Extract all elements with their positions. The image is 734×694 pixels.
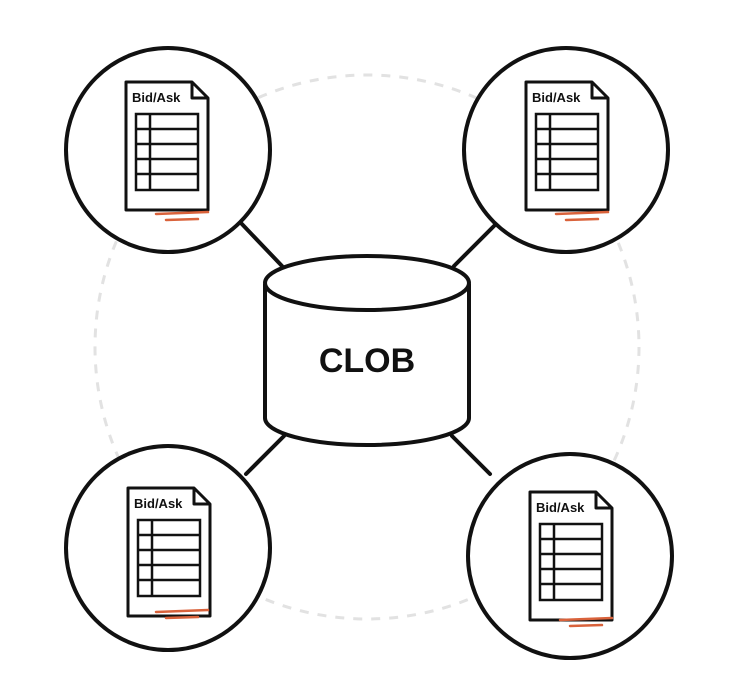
document-label: Bid/Ask bbox=[134, 496, 183, 511]
dashed-ring bbox=[93, 73, 641, 621]
connector-bottom-right bbox=[450, 434, 492, 476]
order-book-document-icon: Bid/Ask bbox=[124, 80, 210, 212]
document-label: Bid/Ask bbox=[536, 500, 585, 515]
connectors bbox=[238, 220, 500, 476]
accent-underline bbox=[558, 616, 614, 628]
database-label: CLOB bbox=[319, 342, 415, 380]
connector-top-right bbox=[452, 220, 500, 268]
order-node-bottom-right: Bid/Ask bbox=[466, 452, 674, 660]
connector-bottom-left bbox=[244, 434, 286, 476]
order-node-bottom-left: Bid/Ask bbox=[64, 444, 272, 652]
order-book-document-icon: Bid/Ask bbox=[524, 80, 610, 212]
document-label: Bid/Ask bbox=[132, 90, 181, 105]
order-node-top-left: Bid/Ask bbox=[64, 46, 272, 254]
order-book-document-icon: Bid/Ask bbox=[126, 486, 212, 618]
order-node-top-right: Bid/Ask bbox=[462, 46, 670, 254]
connector-top-left bbox=[238, 220, 284, 268]
order-book-document-icon: Bid/Ask bbox=[528, 490, 614, 622]
database-body bbox=[263, 284, 471, 447]
clob-database: CLOB bbox=[263, 254, 471, 447]
database-top bbox=[263, 254, 471, 312]
accent-underline bbox=[554, 210, 610, 222]
accent-underline bbox=[154, 210, 210, 222]
accent-underline bbox=[154, 608, 210, 620]
document-label: Bid/Ask bbox=[532, 90, 581, 105]
